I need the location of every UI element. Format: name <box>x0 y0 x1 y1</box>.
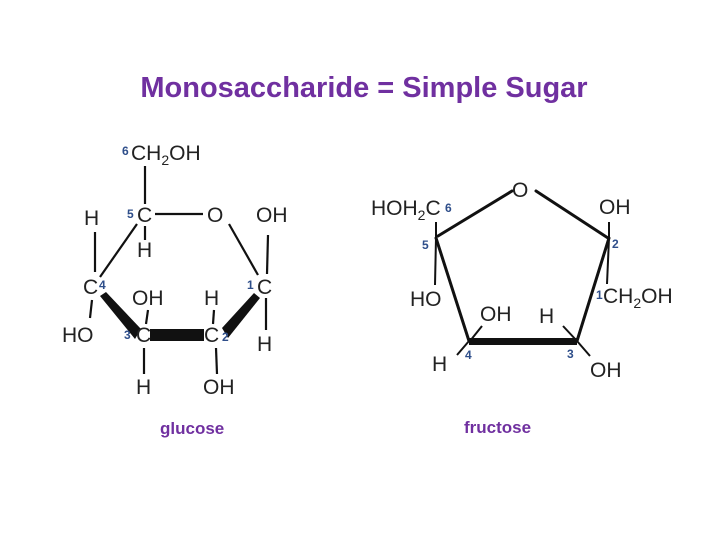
c2-oh-bond <box>214 347 219 375</box>
c4-c3-bold-bond <box>469 338 577 345</box>
glucose-number-2: 2 <box>222 330 229 344</box>
glucose-number-6: 6 <box>122 144 129 158</box>
c5-c4-bond <box>434 236 471 343</box>
c4-h-bond <box>456 340 470 356</box>
c3-oh-bond <box>144 309 150 325</box>
fructose-number-2: 2 <box>612 237 619 251</box>
c2-c1-bond <box>606 237 610 285</box>
fructose-c3-h: H <box>539 305 554 328</box>
glucose-number-3: 3 <box>124 328 131 342</box>
fructose-number-1: 1 <box>596 288 603 302</box>
glucose-c5-h: H <box>137 239 152 262</box>
c4-oh-bond <box>88 299 94 319</box>
glucose-structure: CH2OH C O OH H H C C HO OH H C C H H OH … <box>62 142 288 399</box>
fructose-substituent-bonds <box>434 222 610 357</box>
o-c2-bond <box>534 189 610 240</box>
glucose-bonds <box>88 166 270 375</box>
fructose-caption: fructose <box>464 418 532 437</box>
c4-c3-wedge <box>100 292 141 339</box>
fructose-c4-h: H <box>432 353 447 376</box>
o-c5-bond <box>436 189 514 238</box>
fructose-c5-oh: HO <box>410 288 442 311</box>
c3-h-bond <box>562 325 578 342</box>
glucose-c2-h: H <box>204 287 219 310</box>
c2-h-bond <box>211 309 216 325</box>
c3-oh-bond <box>576 340 591 357</box>
glucose-c4-oh: HO <box>62 324 94 347</box>
c5-c4-bond <box>99 223 138 278</box>
fructose-bonds <box>434 189 611 343</box>
c4-oh-bond <box>469 325 483 342</box>
fructose-ring-oxygen: O <box>512 179 528 202</box>
fructose-c4-oh: OH <box>480 303 512 326</box>
glucose-c2-oh: OH <box>203 376 235 399</box>
glucose-c2: C <box>204 324 219 347</box>
glucose-c3-oh: OH <box>132 287 164 310</box>
glucose-caption: glucose <box>160 419 225 438</box>
c1-oh-bond <box>265 234 270 275</box>
glucose-c4-h: H <box>84 207 99 230</box>
c2-c3-bond <box>575 236 611 343</box>
glucose-c5: C <box>137 204 152 227</box>
fructose-number-5: 5 <box>422 238 429 252</box>
fructose-number-4: 4 <box>465 348 472 362</box>
fructose-number-3: 3 <box>567 347 574 361</box>
glucose-c6-group: CH2OH <box>131 142 201 168</box>
fructose-c1-group: CH2OH <box>603 285 673 311</box>
glucose-number-1: 1 <box>247 278 254 292</box>
glucose-c3-h: H <box>136 376 151 399</box>
slide-title: Monosaccharide = Simple Sugar <box>140 72 588 104</box>
glucose-c1-oh: OH <box>256 204 288 227</box>
fructose-structure: O HOH2C OH HO CH2OH OH H H OH 6 5 2 1 4 … <box>371 179 673 382</box>
c2-c1-wedge <box>222 293 260 338</box>
glucose-ring-oxygen: O <box>207 204 223 227</box>
fructose-c6-group: HOH2C <box>371 197 441 223</box>
o-c1-bond <box>228 223 259 276</box>
c3-c2-wedge <box>150 329 204 341</box>
c5-oh-bond <box>434 237 437 286</box>
glucose-c3: C <box>136 324 151 347</box>
glucose-c1-h: H <box>257 333 272 356</box>
glucose-c1: C <box>257 276 272 299</box>
glucose-number-4: 4 <box>99 278 106 292</box>
fructose-c3-oh: OH <box>590 359 622 382</box>
glucose-c4: C <box>83 276 98 299</box>
fructose-number-6: 6 <box>445 201 452 215</box>
glucose-number-5: 5 <box>127 207 134 221</box>
fructose-c2-oh: OH <box>599 196 631 219</box>
